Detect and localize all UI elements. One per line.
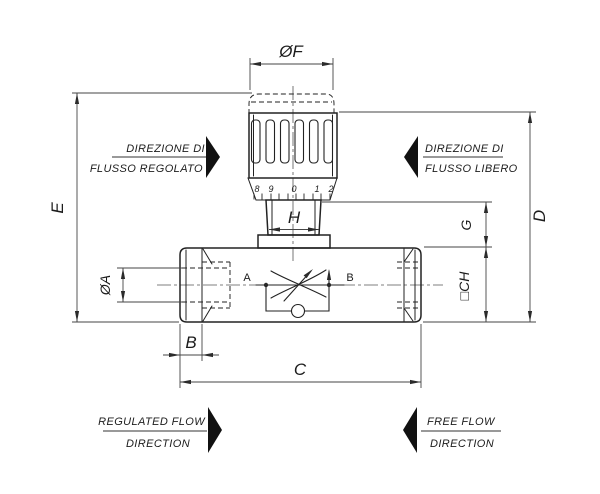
dial-number: 2 xyxy=(327,184,333,194)
dim-label-g: G xyxy=(458,219,474,230)
annotation-text: DIRECTION xyxy=(430,438,494,450)
hydraulic-symbol: A B xyxy=(243,269,354,319)
annotation-text: DIRECTION xyxy=(126,438,190,450)
annotation-regulated-flow-it: DIREZIONE DI FLUSSO REGOLATO xyxy=(90,136,220,178)
dim-label-d: D xyxy=(530,210,549,222)
annotation-free-flow-en: FREE FLOW DIRECTION xyxy=(403,407,501,453)
port-label-a: A xyxy=(243,272,251,284)
dial-number: 9 xyxy=(268,184,273,194)
annotation-text: FLUSSO REGOLATO xyxy=(90,163,203,175)
dimension-a: ØA xyxy=(97,267,182,303)
valve-body xyxy=(179,247,422,323)
dim-label-ch: □CH xyxy=(456,271,472,301)
dim-label-e: E xyxy=(48,202,67,214)
dim-label-h: H xyxy=(288,208,301,227)
annotation-text: FREE FLOW xyxy=(427,416,496,428)
dimension-h: H xyxy=(269,208,319,232)
dim-label-a: ØA xyxy=(97,275,113,296)
right-arrow-icon xyxy=(206,136,220,178)
centerlines xyxy=(157,86,443,286)
annotation-regulated-flow-en: REGULATED FLOW DIRECTION xyxy=(98,407,222,453)
dimension-d: D xyxy=(339,111,549,323)
throttle-curve xyxy=(270,270,327,298)
annotation-text: REGULATED FLOW xyxy=(98,416,206,428)
right-arrow-icon xyxy=(208,407,222,453)
dimension-ch: □CH xyxy=(456,247,489,322)
dial-tick-marks xyxy=(253,193,331,200)
annotation-free-flow-it: DIREZIONE DI FLUSSO LIBERO xyxy=(404,136,518,178)
left-arrow-icon xyxy=(404,136,418,178)
port-label-b: B xyxy=(346,272,353,284)
dimension-g: G xyxy=(322,201,492,248)
knob-flange xyxy=(257,234,331,249)
dimension-b: B xyxy=(163,324,219,388)
left-port-hidden-thread xyxy=(182,261,231,309)
dim-label-c: C xyxy=(294,360,307,379)
throttle-curve xyxy=(270,269,327,299)
dimension-c: C xyxy=(180,324,422,388)
dimension-f: ØF xyxy=(249,42,334,90)
annotation-text: DIREZIONE DI xyxy=(126,143,205,155)
dial-number: 0 xyxy=(291,184,296,194)
dim-label-b: B xyxy=(185,333,196,352)
graduated-dial: 8 9 0 1 2 xyxy=(247,177,338,201)
control-knob: 8 9 0 1 2 xyxy=(247,93,338,249)
dimension-e: E xyxy=(48,92,252,323)
annotation-text: FLUSSO LIBERO xyxy=(425,163,518,175)
knurl-slots xyxy=(250,119,334,164)
flow-arrow-icon xyxy=(326,269,332,280)
annotation-text: DIREZIONE DI xyxy=(425,143,504,155)
right-port-hidden-thread xyxy=(397,261,418,309)
dial-number: 8 xyxy=(254,184,259,194)
dim-label-f: ØF xyxy=(278,42,304,61)
left-arrow-icon xyxy=(403,407,417,453)
dial-number: 1 xyxy=(314,184,319,194)
knob-cap-hidden-outline xyxy=(248,93,335,114)
check-valve-icon xyxy=(290,303,306,319)
adjust-arrow-icon xyxy=(303,269,313,279)
